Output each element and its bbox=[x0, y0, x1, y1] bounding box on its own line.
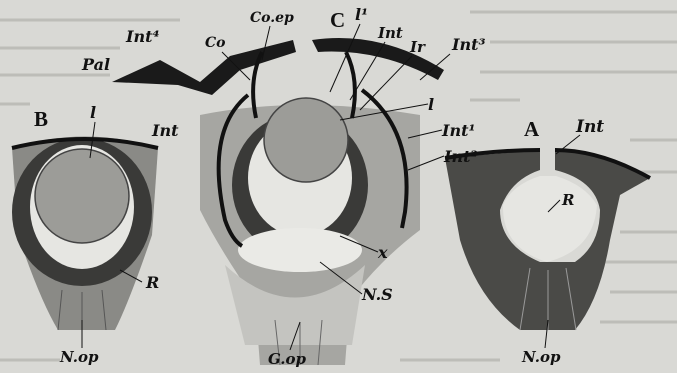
panel-c-x-label: x bbox=[377, 243, 388, 262]
panel-c-label: C bbox=[330, 8, 345, 32]
panel-c-pal-label: Pal bbox=[81, 55, 110, 74]
panel-a-retina-label: R bbox=[561, 191, 574, 209]
panel-b-retina-label: R bbox=[145, 273, 159, 292]
panel-b-lens bbox=[35, 149, 129, 243]
panel-c-co-label: Co bbox=[205, 35, 225, 51]
panel-a-label: A bbox=[524, 117, 540, 141]
panel-c-lens bbox=[264, 98, 348, 182]
panel-c-ns-label: N.S bbox=[361, 285, 393, 304]
panel-c-gop-label: G.op bbox=[268, 350, 307, 368]
panel-c-space-x bbox=[238, 228, 362, 272]
panel-b-nop-label: N.op bbox=[59, 348, 99, 366]
panel-c-int-label: Int bbox=[377, 24, 403, 42]
panel-c-coep-label: Co.ep bbox=[250, 10, 294, 26]
panel-b-lens-label: l bbox=[90, 103, 96, 122]
panel-c-int3-label: Int³ bbox=[451, 35, 486, 54]
panel-c-ir-label: Ir bbox=[409, 38, 426, 56]
panel-c-int1-label: Int¹ bbox=[441, 121, 476, 140]
panel-c-int2-label: Int² bbox=[443, 147, 478, 166]
panel-b-int-label: Int bbox=[151, 121, 179, 140]
panel-a-nop-label: N.op bbox=[521, 348, 561, 366]
panel-b-label: B bbox=[34, 107, 48, 131]
panel-a-int-label: Int bbox=[575, 117, 604, 137]
panel-c-l1-label: l¹ bbox=[355, 5, 368, 24]
panel-c-int4-label: Int⁴ bbox=[125, 27, 160, 46]
panel-c-l-label: l bbox=[428, 95, 434, 114]
